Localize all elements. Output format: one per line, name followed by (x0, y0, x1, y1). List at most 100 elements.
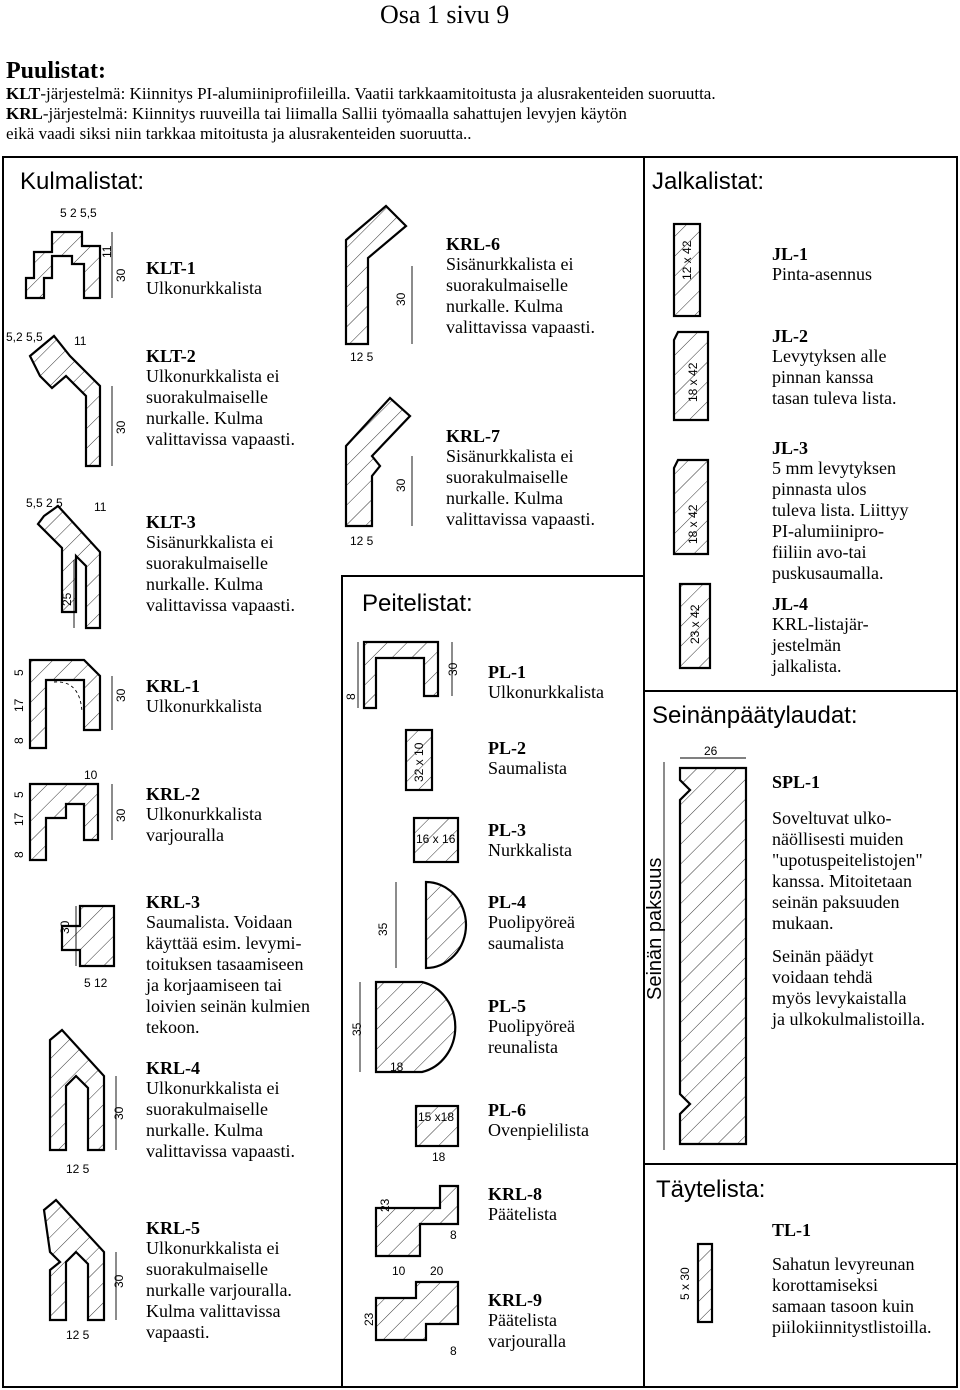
pl2-profile (404, 728, 434, 792)
item-krl6: KRL-6 Sisänurkkalista ei suorakulmaisell… (446, 234, 595, 337)
dim-pl3: 16 x 16 (416, 832, 456, 846)
item-pl3: PL-3 Nurkkalista (488, 820, 572, 860)
krl2-profile (28, 782, 100, 862)
dim-krl2-top: 10 (84, 768, 98, 782)
dim-jl3: 18 x 42 (686, 504, 700, 544)
dim-pl1-b: 30 (446, 662, 460, 676)
section-jalkalistat: Jalkalistat: (652, 168, 765, 195)
dim-klt3-v: 25 (60, 592, 74, 606)
section-seinanpaatylaudat: Seinänpäätylaudat: (652, 702, 858, 729)
dim-pl5-b: 18 (390, 1060, 404, 1074)
tl1-profile (696, 1242, 714, 1324)
pl4-profile (424, 880, 468, 970)
dim-klt3-h: 11 (94, 500, 107, 514)
dim-krl2-c: 5 (12, 791, 26, 798)
jl2-profile (672, 330, 710, 422)
dim-klt2-top: 5,2 5,5 (6, 330, 43, 344)
item-pl2: PL-2 Saumalista (488, 738, 567, 778)
dim-krl3-b: 5 12 (84, 976, 108, 990)
jl4-profile (678, 582, 712, 670)
dim-klt1-top: 5 2 5,5 (60, 206, 97, 220)
divider-jalka (643, 156, 645, 1388)
dim-pl5-a: 35 (350, 1022, 364, 1036)
item-jl3: JL-3 5 mm levytyksen pinnasta ulos tulev… (772, 438, 909, 583)
item-jl4: JL-4 KRL-listajär- jestelmän jalkalista. (772, 594, 869, 676)
krl7-profile (344, 396, 412, 528)
item-krl8: KRL-8 Päätelista (488, 1184, 557, 1224)
dim-klt2-h: 11 (74, 334, 87, 348)
item-jl2: JL-2 Levytyksen alle pinnan kanssa tasan… (772, 326, 897, 408)
dim-pl4: 35 (376, 922, 390, 936)
item-krl1: KRL-1 Ulkonurkkalista (146, 676, 262, 716)
klt3-profile (36, 504, 102, 630)
dim-krl2-v: 30 (114, 808, 128, 822)
krl4-profile (48, 1028, 106, 1152)
item-pl5: PL-5 Puolipyöreä reunalista (488, 996, 575, 1057)
intro-line-2: KRL-järjestelmä: Kiinnitys ruuveilla tai… (6, 104, 627, 123)
pl5-profile (374, 980, 457, 1074)
dim-krl1-c: 5 (12, 669, 26, 676)
intro-line-3: eikä vaadi siksi niin tarkkaa mitoitusta… (6, 124, 472, 143)
dim-klt1-h: 11 (100, 245, 114, 258)
item-klt3: KLT-3 Sisänurkkalista ei suorakulmaisell… (146, 512, 295, 615)
divider-peite-left (341, 575, 343, 1388)
dim-krl9-a: 23 (362, 1312, 376, 1326)
krl9-profile (374, 1280, 460, 1342)
dim-pl6-b: 18 (432, 1150, 446, 1164)
pl3-profile (412, 816, 460, 864)
dim-krl1-b: 17 (12, 698, 26, 712)
dim-krl4-b: 12 5 (66, 1162, 90, 1176)
item-pl4: PL-4 Puolipyöreä saumalista (488, 892, 575, 953)
item-krl5: KRL-5 Ulkonurkkalista ei suorakulmaisell… (146, 1218, 292, 1342)
dim-krl7-v: 30 (394, 478, 408, 492)
dim-pl2: 32 x 10 (412, 742, 426, 782)
item-krl3: KRL-3 Saumalista. Voidaan käyttää esim. … (146, 892, 310, 1037)
dim-krl1-a: 8 (12, 737, 26, 744)
dim-jl2: 18 x 42 (686, 362, 700, 402)
dim-krl3-v: 30 (58, 920, 72, 934)
item-jl1: JL-1 Pinta-asennus (772, 244, 872, 284)
dim-krl8-a: 23 (378, 1198, 392, 1212)
dim-krl5-v: 30 (112, 1274, 126, 1288)
pl1-profile (362, 640, 440, 710)
dim-spl-26: 26 (704, 744, 718, 758)
dim-krl9-b: 8 (450, 1344, 457, 1358)
page-title: Puulistat: (6, 58, 107, 84)
item-tl1: TL-1 Sahatun levyreunan korottamiseksi s… (772, 1220, 932, 1337)
section-taytelista: Täytelista: (656, 1176, 766, 1203)
klt2-profile (28, 334, 102, 468)
jl3-profile (672, 458, 710, 556)
item-krl9: KRL-9 Päätelista varjouralla (488, 1290, 566, 1351)
item-klt1: KLT-1 Ulkonurkkalista (146, 258, 262, 298)
klt1-profile (24, 230, 102, 300)
krl5-profile (42, 1198, 106, 1322)
dim-krl6-v: 30 (394, 292, 408, 306)
dim-krl8-b: 8 (450, 1228, 457, 1242)
krl8-profile (374, 1184, 460, 1258)
krl1-profile (28, 658, 102, 750)
dim-pl6-a: 15 x18 (418, 1110, 455, 1124)
dim-krl2-a: 8 (12, 851, 26, 858)
krl6-profile (344, 204, 408, 346)
jl1-profile (672, 222, 702, 318)
item-pl1: PL-1 Ulkonurkkalista (488, 662, 604, 702)
item-spl1: SPL-1 Soveltuvat ulko- näöllisesti muide… (772, 772, 925, 1029)
divider-tayte (643, 1163, 958, 1165)
dim-krl5-b: 12 5 (66, 1328, 90, 1342)
dim-krl1-v: 30 (114, 688, 128, 702)
dim-klt3-top: 5,5 2 5 (26, 496, 63, 510)
dim-krl7-b: 12 5 (350, 534, 374, 548)
dim-krl8-c: 10 (392, 1264, 406, 1278)
dim-klt2-v: 30 (114, 420, 128, 434)
divider-seinan (643, 690, 958, 692)
dim-krl4-v: 30 (112, 1106, 126, 1120)
item-pl6: PL-6 Ovenpielilista (488, 1100, 589, 1140)
dim-krl8-d: 20 (430, 1264, 444, 1278)
section-kulmalistat: Kulmalistat: (20, 168, 145, 195)
dim-jl4: 23 x 42 (688, 604, 702, 644)
dim-krl2-b: 17 (12, 812, 26, 826)
dim-krl6-b: 12 5 (350, 350, 374, 364)
pl6-profile (414, 1104, 460, 1148)
intro-line-1: KLT-järjestelmä: Kiinnitys PI-alumiinipr… (6, 84, 716, 103)
